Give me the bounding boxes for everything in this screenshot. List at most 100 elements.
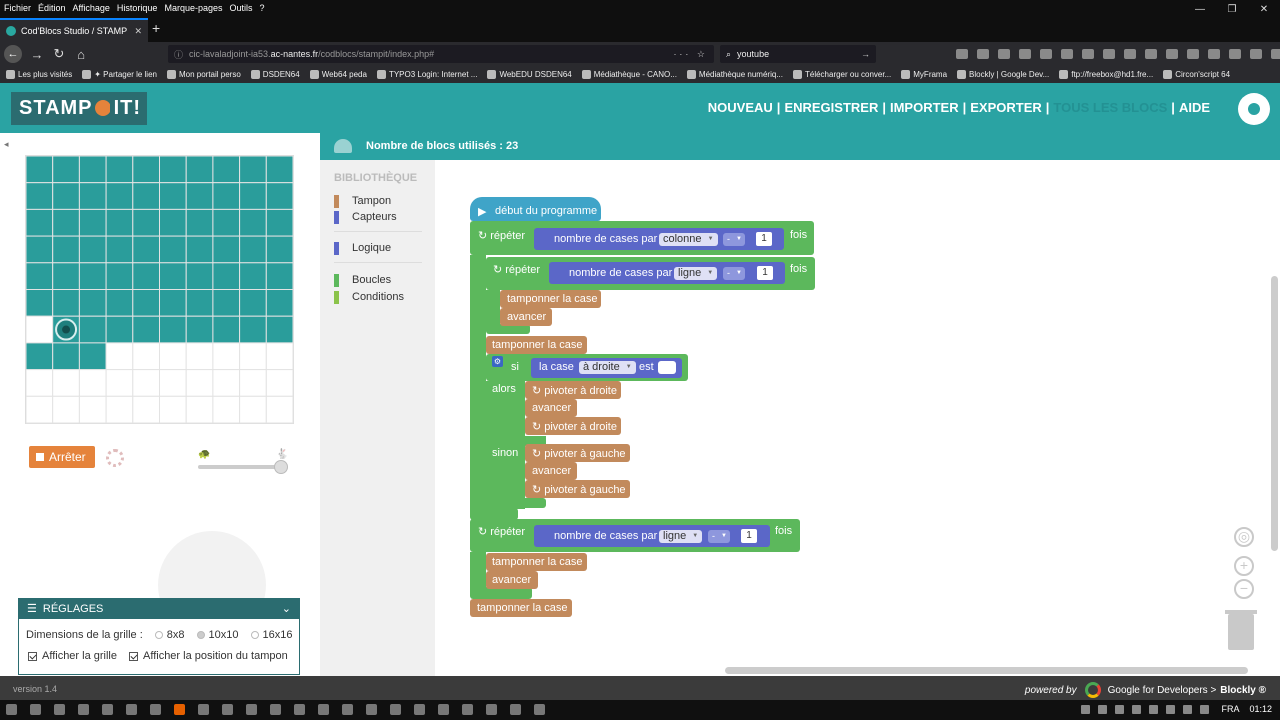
extension-icon[interactable] xyxy=(1208,49,1220,59)
page-actions-icon[interactable]: ··· ☆ xyxy=(673,48,708,59)
forward-icon[interactable]: → xyxy=(30,46,44,62)
edge-icon[interactable] xyxy=(126,704,137,715)
app-icon[interactable] xyxy=(78,704,89,715)
app-icon[interactable] xyxy=(510,704,521,715)
chevron-down-icon[interactable]: ⌄ xyxy=(281,603,291,615)
turn-left-block[interactable]: ↻pivoter à gauche xyxy=(525,480,630,498)
radio-8x8[interactable] xyxy=(154,631,163,639)
maximize-icon[interactable]: ❐ xyxy=(1227,4,1237,15)
vscode-icon[interactable] xyxy=(366,704,377,715)
menu-aide[interactable]: ? xyxy=(259,3,265,13)
language-indicator[interactable]: FRA xyxy=(1221,704,1240,714)
forward-block[interactable]: avancer xyxy=(500,308,552,326)
menu-outils[interactable]: Outils xyxy=(229,3,253,13)
settings-header[interactable]: ☰RÉGLAGES ⌄ xyxy=(19,599,299,619)
turn-right-block[interactable]: ↻pivoter à droite xyxy=(525,417,621,435)
side-dropdown[interactable]: à droite xyxy=(579,361,636,374)
task-view-icon[interactable] xyxy=(54,704,65,715)
nav-nouveau[interactable]: NOUVEAU xyxy=(707,100,773,115)
menu-marque-pages[interactable]: Marque-pages xyxy=(164,3,223,13)
category-capteurs[interactable]: Capteurs xyxy=(334,210,397,224)
library-icon[interactable] xyxy=(977,49,989,59)
clock[interactable]: 01:12 xyxy=(1249,704,1272,714)
url-bar[interactable]: ⓘ cic-lavaladjoint-ia53.ac-nantes.fr/cod… xyxy=(168,45,714,63)
app-icon[interactable] xyxy=(198,704,209,715)
forward-block[interactable]: avancer xyxy=(525,462,577,480)
forward-block[interactable]: avancer xyxy=(525,399,577,417)
app-icon[interactable] xyxy=(342,704,353,715)
stamp-block[interactable]: tamponner la case xyxy=(500,290,601,308)
app-icon[interactable] xyxy=(150,704,161,715)
reload-icon[interactable]: ↻ xyxy=(53,46,65,61)
file-explorer-icon[interactable] xyxy=(102,704,113,715)
mutator-gear-icon[interactable]: ⚙ xyxy=(492,356,503,367)
app-icon[interactable] xyxy=(486,704,497,715)
settings-gear-icon[interactable] xyxy=(1238,93,1270,125)
search-icon[interactable] xyxy=(30,704,41,715)
app-icon[interactable] xyxy=(222,704,233,715)
direction-dropdown[interactable]: colonne xyxy=(659,233,718,246)
battery-icon[interactable] xyxy=(1166,704,1176,714)
close-window-icon[interactable]: ✕ xyxy=(1259,4,1269,15)
app-icon[interactable] xyxy=(246,704,257,715)
app-icon[interactable] xyxy=(438,704,449,715)
bookmark-item[interactable]: Circon'script 64 xyxy=(1163,70,1230,79)
bookmark-item[interactable]: Médiathèque numériq... xyxy=(686,70,783,79)
direction-dropdown[interactable]: ligne xyxy=(659,530,703,543)
windows-start-icon[interactable] xyxy=(6,704,17,715)
menu-affichage[interactable]: Affichage xyxy=(72,3,110,13)
category-conditions[interactable]: Conditions xyxy=(334,290,404,304)
extension-icon[interactable] xyxy=(1019,49,1031,59)
new-tab-icon[interactable]: + xyxy=(152,20,161,36)
stamp-block[interactable]: tamponner la case xyxy=(486,553,587,571)
home-icon[interactable]: ⌂ xyxy=(77,46,85,62)
browser-tab[interactable]: Cod'Blocs Studio / STAMP IT ! ✕ xyxy=(0,18,148,42)
number-input[interactable]: 1 xyxy=(757,266,773,280)
trash-icon[interactable] xyxy=(1225,610,1257,650)
recenter-icon[interactable]: ◎ xyxy=(1234,527,1254,547)
bookmark-item[interactable]: ftp://freebox@hd1.fre... xyxy=(1059,70,1153,79)
number-input[interactable]: 1 xyxy=(741,529,757,543)
bookmark-item[interactable]: Blockly | Google Dev... xyxy=(957,70,1049,79)
radio-10x10[interactable] xyxy=(196,631,205,639)
bookmark-item[interactable]: Télécharger ou conver... xyxy=(792,70,891,79)
extension-icon[interactable] xyxy=(1103,49,1115,59)
stop-button[interactable]: Arrêter xyxy=(29,446,95,468)
search-box[interactable]: ⌕ youtube → xyxy=(720,45,876,63)
bookmark-item[interactable]: Médiathèque - CANO... xyxy=(581,70,677,79)
people-icon[interactable] xyxy=(1081,704,1091,714)
stamp-block[interactable]: tamponner la case xyxy=(486,336,587,354)
hamburger-menu-icon[interactable] xyxy=(1271,49,1280,59)
number-input[interactable]: 1 xyxy=(756,232,772,246)
operator-dropdown[interactable]: - xyxy=(723,267,745,280)
close-tab-icon[interactable]: ✕ xyxy=(134,25,142,36)
nav-importer[interactable]: IMPORTER xyxy=(889,100,959,115)
bookmark-item[interactable]: Mon portail perso xyxy=(166,70,241,79)
category-boucles[interactable]: Boucles xyxy=(334,273,391,287)
app-icon[interactable] xyxy=(390,704,401,715)
nav-enregistrer[interactable]: ENREGISTRER xyxy=(784,100,879,115)
extension-icon[interactable] xyxy=(1250,49,1262,59)
bookmark-item[interactable]: WebEDU DSDEN64 xyxy=(487,70,572,79)
pen-icon[interactable] xyxy=(998,49,1010,59)
download-icon[interactable] xyxy=(956,49,968,59)
tray-icon[interactable] xyxy=(1132,704,1142,714)
forward-block[interactable]: avancer xyxy=(486,571,538,589)
app-icon[interactable] xyxy=(534,704,545,715)
horizontal-scrollbar[interactable] xyxy=(725,667,1248,674)
turn-right-block[interactable]: ↻pivoter à droite xyxy=(525,381,621,399)
app-icon[interactable] xyxy=(414,704,425,715)
turn-left-block[interactable]: ↻pivoter à gauche xyxy=(525,444,630,462)
extension-icon[interactable] xyxy=(1082,49,1094,59)
extension-icon[interactable] xyxy=(1166,49,1178,59)
category-tampon[interactable]: Tampon xyxy=(334,194,391,208)
google-link[interactable]: Google for Developers > xyxy=(1107,684,1217,696)
bookmark-item[interactable]: MyFrama xyxy=(901,70,947,79)
collapse-panel-icon[interactable]: ◂ xyxy=(4,139,9,149)
speed-slider[interactable] xyxy=(198,465,286,469)
zoom-out-icon[interactable]: − xyxy=(1234,579,1254,599)
vertical-scrollbar[interactable] xyxy=(1271,276,1278,551)
operator-dropdown[interactable]: - xyxy=(723,233,745,246)
extension-icon[interactable] xyxy=(1187,49,1199,59)
search-go-icon[interactable]: → xyxy=(861,49,870,59)
